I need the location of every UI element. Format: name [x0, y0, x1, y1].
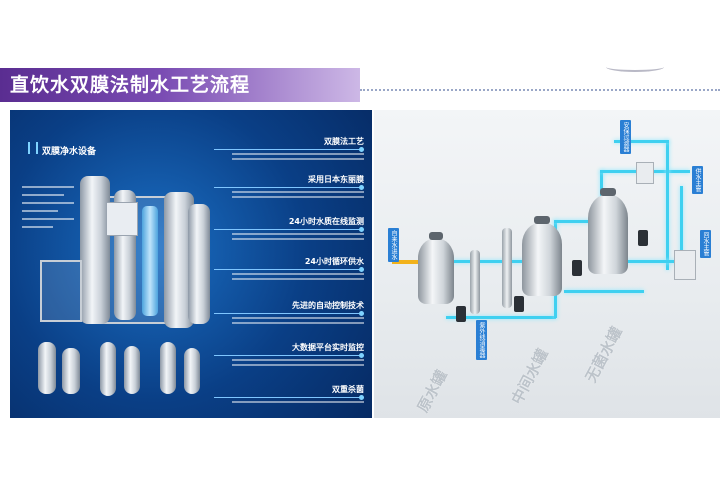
process-flow-image: 自来水进水 紫外线消毒器 安保过滤器 供水主管 回水主管 原水罐 中间水罐 无菌… [374, 110, 720, 418]
membrane-housing [142, 206, 158, 316]
pipe-segment [446, 316, 556, 319]
feature-title: 大数据平台实时监控 [292, 343, 364, 352]
feature-title: 先进的自动控制技术 [292, 301, 364, 310]
thumbnail-equipment-3 [100, 342, 116, 396]
thumbnail-equipment-4 [124, 346, 140, 394]
decorative-arc [606, 62, 664, 72]
pipe-segment [614, 140, 669, 143]
tag-label: 供水主管 [692, 166, 703, 194]
stainless-tank-far-right [188, 204, 210, 324]
brochure-heading: 双膜净水设备 [42, 147, 97, 157]
sterile-tank-label: 无菌水罐 [581, 323, 626, 386]
raw-water-tank-label: 原水罐 [413, 367, 451, 416]
feature-item: 双重杀菌 [214, 384, 364, 403]
title-banner [0, 68, 360, 102]
thumbnail-equipment-5 [160, 342, 176, 394]
pipe-segment [680, 186, 683, 276]
pipe-segment [446, 260, 536, 263]
thumbnail-equipment-1 [38, 342, 56, 394]
feature-item: 24小时水质在线监测 [214, 216, 364, 240]
thumbnail-equipment-2 [62, 348, 80, 394]
equipment-brochure-image: 双膜净水设备 双膜法工艺 采用日本东丽膜 24小时水质在线监测 24小时循环供水… [10, 110, 372, 418]
intermediate-tank-label: 中间水罐 [507, 345, 552, 408]
feature-item: 24小时循环供水 [214, 256, 364, 280]
thumbnail-equipment-6 [184, 348, 200, 394]
feature-item: 双膜法工艺 [214, 136, 364, 160]
feature-item: 先进的自动控制技术 [214, 300, 364, 324]
intermediate-water-tank [522, 216, 562, 296]
control-cabinet [106, 202, 138, 236]
pipe-segment [564, 290, 644, 293]
tag-label: 安保过滤器 [620, 120, 631, 154]
pump [572, 260, 582, 276]
slide-title: 直饮水双膜法制水工艺流程 [10, 74, 251, 96]
brochure-icon [28, 142, 38, 154]
tag-label: 自来水进水 [388, 228, 399, 262]
brochure-intro-text [22, 186, 74, 234]
pipe-segment [554, 220, 614, 223]
pump [638, 230, 648, 246]
feature-item: 采用日本东丽膜 [214, 174, 364, 198]
pipe-segment [624, 260, 684, 263]
stainless-tank-left [80, 176, 110, 324]
sterile-water-tank [588, 188, 628, 274]
equipment-small-frame [40, 260, 82, 322]
filter-column [502, 228, 512, 308]
title-divider [360, 89, 720, 91]
feature-item: 大数据平台实时监控 [214, 342, 364, 366]
raw-water-tank [418, 232, 454, 304]
pipe-segment [666, 140, 669, 270]
inlet-pipe [392, 260, 426, 264]
feature-title: 采用日本东丽膜 [308, 175, 364, 184]
uv-sterilizer [636, 162, 654, 184]
filter-column [470, 250, 480, 314]
tag-label: 紫外线消毒器 [476, 320, 487, 360]
control-device [674, 250, 696, 280]
feature-title: 双重杀菌 [332, 385, 364, 394]
feature-title: 24小时水质在线监测 [288, 217, 364, 226]
feature-title: 24小时循环供水 [304, 257, 364, 266]
tag-label: 回水主管 [700, 230, 711, 258]
feature-title: 双膜法工艺 [324, 137, 364, 146]
pump [456, 306, 466, 322]
pump [514, 296, 524, 312]
